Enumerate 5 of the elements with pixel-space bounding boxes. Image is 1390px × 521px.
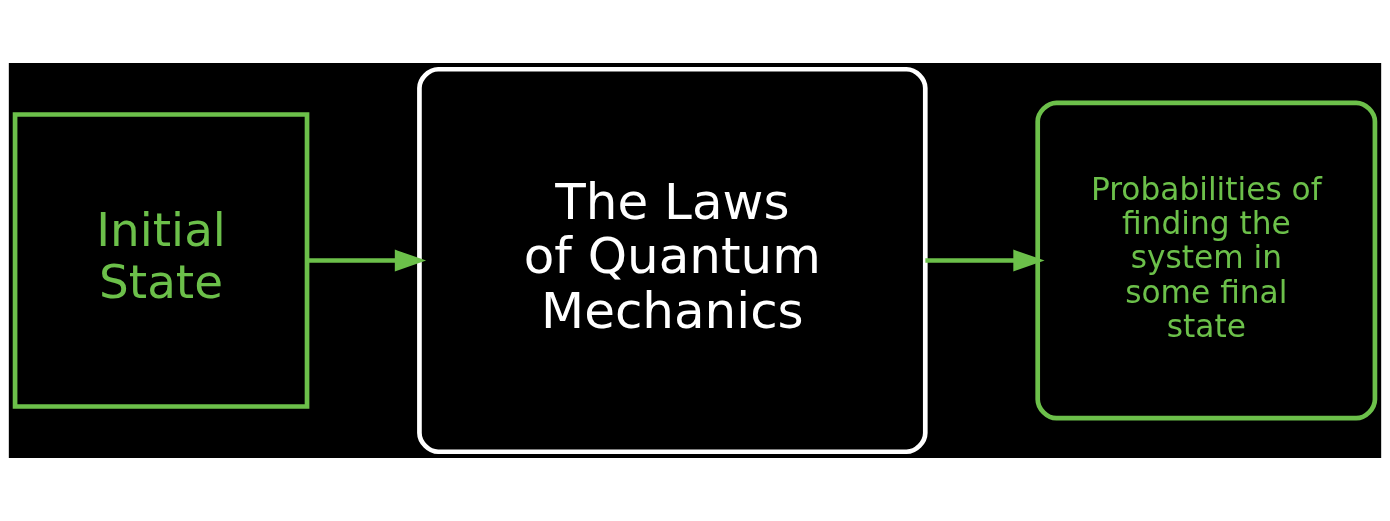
arrow [307,249,427,272]
node-box: The Laws of Quantum Mechanics [417,66,928,455]
arrow [925,249,1045,272]
node-box: Initial State [12,112,310,409]
node-box: Probabilities of finding the system in some final state [1035,100,1378,421]
